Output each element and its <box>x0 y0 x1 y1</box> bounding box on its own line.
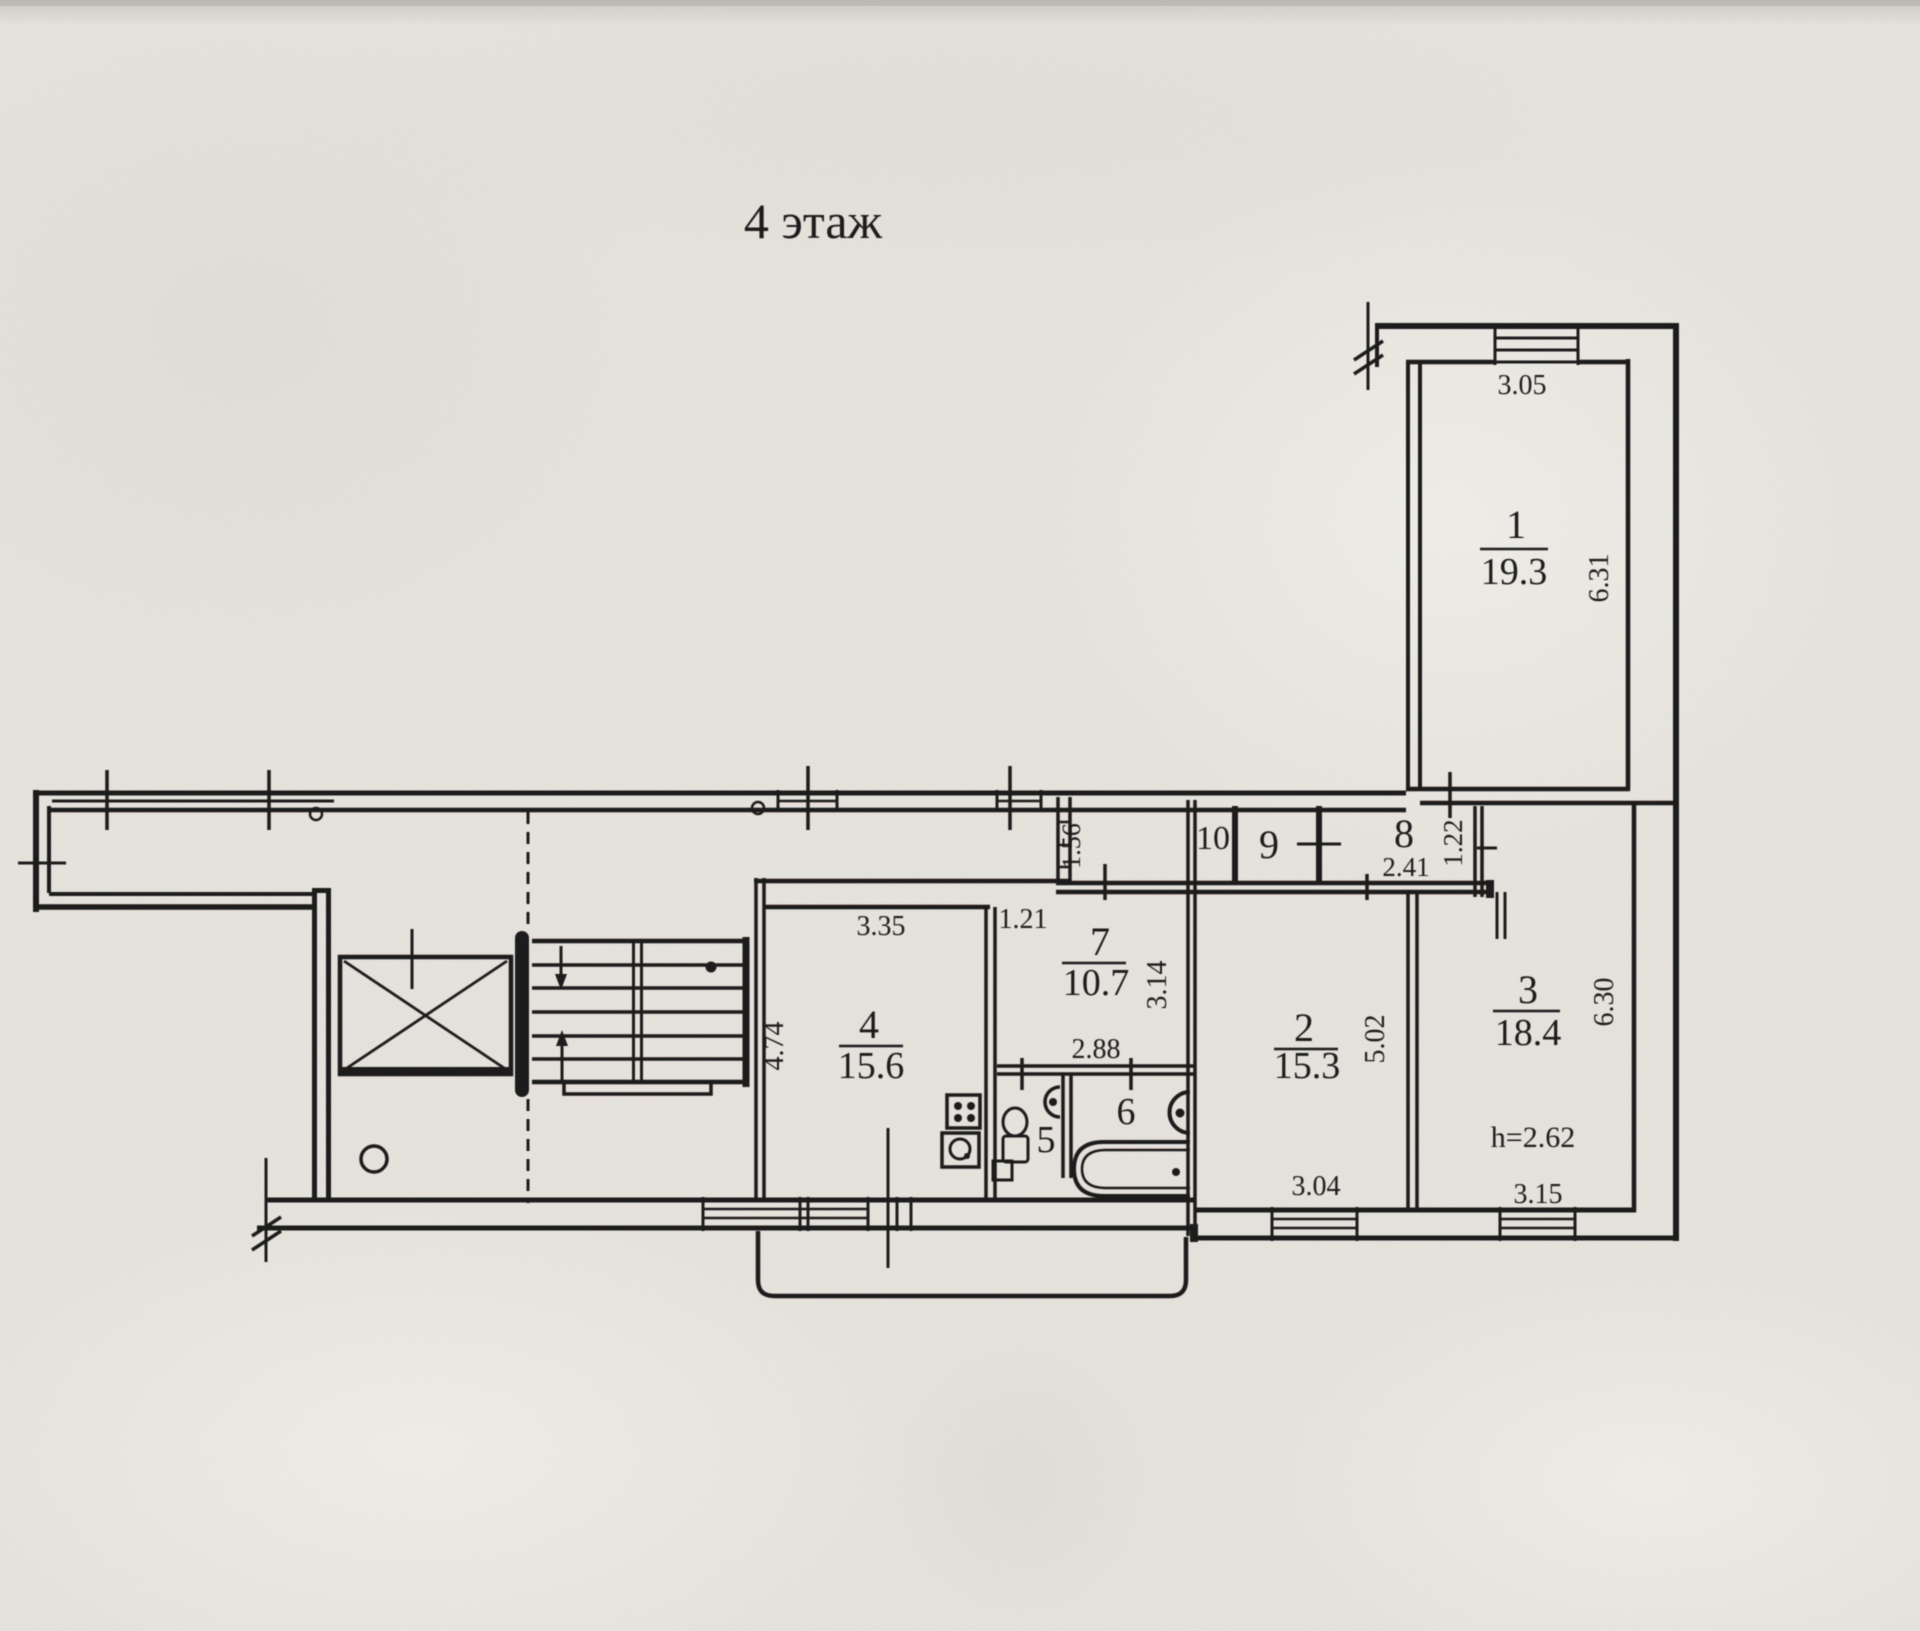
svg-text:5: 5 <box>1037 1119 1056 1161</box>
svg-text:18.4: 18.4 <box>1495 1012 1562 1054</box>
svg-text:8: 8 <box>1394 811 1414 856</box>
svg-text:6.30: 6.30 <box>1589 978 1620 1027</box>
svg-text:15.3: 15.3 <box>1274 1045 1341 1087</box>
svg-text:4: 4 <box>859 1002 879 1047</box>
svg-text:5.02: 5.02 <box>1360 1015 1391 1064</box>
svg-text:4 этаж: 4 этаж <box>744 193 883 249</box>
svg-text:2.41: 2.41 <box>1382 852 1429 882</box>
svg-text:1: 1 <box>1506 502 1526 547</box>
svg-text:15.6: 15.6 <box>838 1045 905 1087</box>
svg-text:4.74: 4.74 <box>759 1022 790 1071</box>
svg-text:3.05: 3.05 <box>1498 370 1547 401</box>
svg-text:6.31: 6.31 <box>1584 554 1615 603</box>
svg-text:h=2.62: h=2.62 <box>1491 1121 1575 1154</box>
svg-text:9: 9 <box>1259 822 1279 867</box>
svg-text:19.3: 19.3 <box>1481 551 1548 593</box>
svg-text:10: 10 <box>1196 820 1230 857</box>
svg-text:6: 6 <box>1117 1091 1136 1133</box>
svg-text:1.56: 1.56 <box>1057 823 1086 869</box>
svg-text:3.04: 3.04 <box>1292 1171 1341 1202</box>
svg-text:3.35: 3.35 <box>857 911 906 942</box>
svg-text:3: 3 <box>1518 967 1538 1012</box>
svg-text:1.22: 1.22 <box>1438 819 1468 866</box>
svg-text:3.15: 3.15 <box>1514 1179 1563 1210</box>
svg-text:2: 2 <box>1294 1005 1314 1050</box>
svg-text:1.21: 1.21 <box>999 904 1048 935</box>
svg-text:3.14: 3.14 <box>1142 961 1173 1010</box>
svg-text:2.88: 2.88 <box>1072 1034 1121 1065</box>
svg-text:10.7: 10.7 <box>1063 962 1130 1004</box>
svg-text:7: 7 <box>1090 919 1110 964</box>
